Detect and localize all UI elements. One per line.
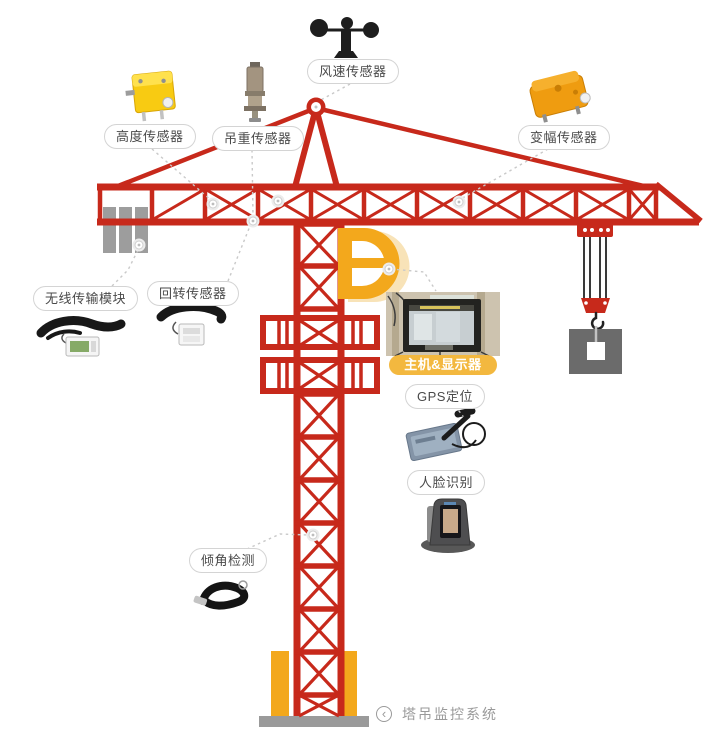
gps-label: GPS定位 [405,384,485,409]
hoist-load-sensor-photo [244,62,266,122]
wireless-module-photo [36,316,126,357]
gps-device-photo [405,407,486,462]
hook-assembly [569,223,622,374]
crane-structure [97,105,703,718]
tilt-detection-label: 倾角检测 [189,548,268,573]
crane-apex [112,105,653,191]
wireless-module-label: 无线传输模块 [33,286,139,311]
hoist-load-sensor-label: 吊重传感器 [212,126,304,151]
face-recognition-label: 人脸识别 [407,470,486,495]
height-sensor-label: 高度传感器 [104,124,196,149]
host-display-photo [386,292,500,357]
slewing-sensor-photo [156,301,227,346]
connector-lines [111,83,549,550]
crane-jib [97,181,703,226]
footer-system-link[interactable]: ‹ 塔吊监控系统 [376,704,498,724]
anchor-dots [132,97,466,542]
luffing-sensor-label: 变幅传感器 [518,125,610,150]
mast-collars [260,315,380,394]
face-recognition-photo [421,498,475,553]
system-title: 塔吊监控系统 [402,706,498,722]
anemometer-photo [310,17,379,58]
crane-base [259,651,369,727]
luffing-sensor-photo [529,70,591,123]
wind-speed-sensor-label: 风速传感器 [307,59,399,84]
apex-anchor-dot [306,97,326,117]
height-sensor-photo [125,70,176,122]
host-display-label: 主机&显示器 [389,355,497,375]
slewing-sensor-label: 回转传感器 [147,281,239,306]
back-chevron-icon[interactable]: ‹ [376,706,392,722]
crane-cab [338,228,410,302]
tilt-sensor-photo [193,580,249,610]
